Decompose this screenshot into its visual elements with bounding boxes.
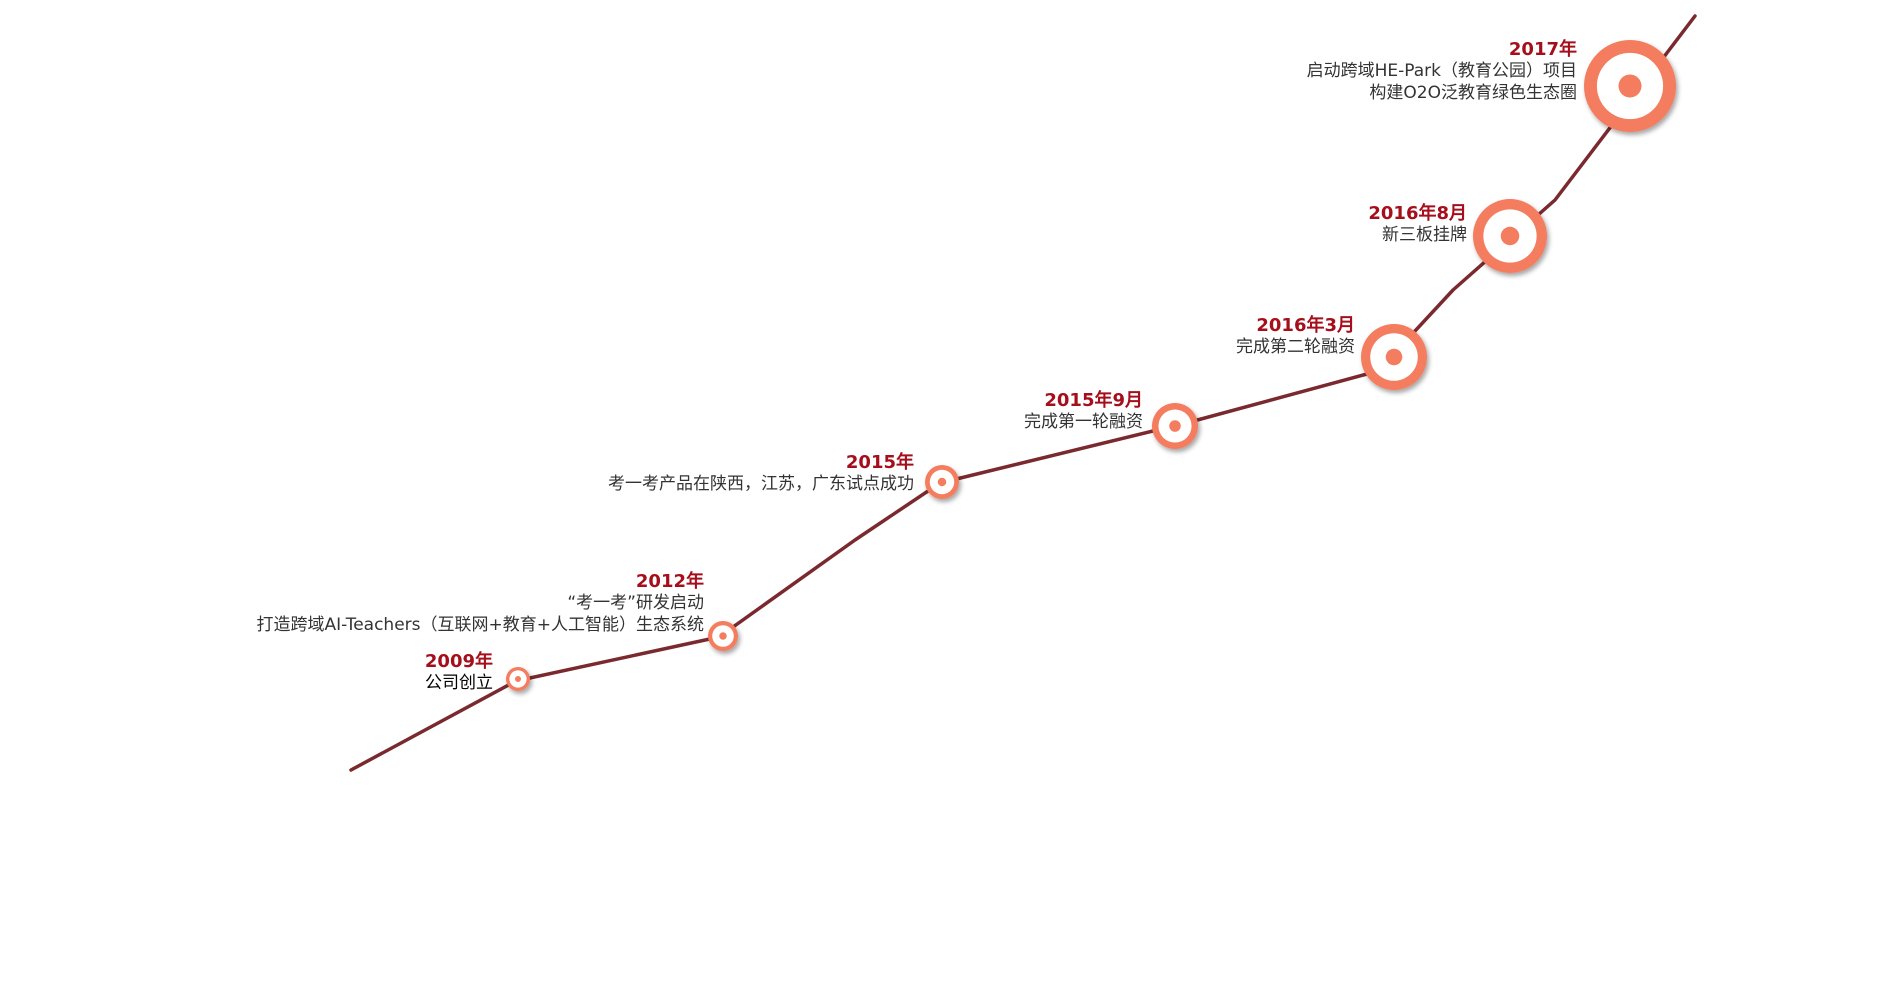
milestone-date: 2015年9月 bbox=[1044, 390, 1143, 411]
marker-dot bbox=[1169, 420, 1181, 432]
milestone-description: 打造跨域AI-Teachers（互联网+教育+人工智能）生态系统 bbox=[256, 614, 704, 635]
marker-dot bbox=[1500, 226, 1520, 246]
milestone-label: 2016年8月新三板挂牌 bbox=[1368, 202, 1467, 247]
milestone-label: 2012年“考一考”研发启动打造跨域AI-Teachers（互联网+教育+人工智… bbox=[256, 570, 704, 637]
milestone-description: 构建O2O泛教育绿色生态圈 bbox=[1369, 82, 1577, 103]
milestone-description: 完成第一轮融资 bbox=[1024, 412, 1143, 433]
marker-dot bbox=[1618, 74, 1642, 98]
milestone-label: 2017年启动跨域HE-Park（教育公园）项目构建O2O泛教育绿色生态圈 bbox=[1307, 38, 1577, 105]
marker-dot bbox=[719, 632, 727, 640]
milestone-marker bbox=[506, 667, 530, 691]
milestone-marker bbox=[1361, 324, 1427, 390]
milestone-date: 2016年3月 bbox=[1256, 315, 1355, 336]
milestone-date: 2009年 bbox=[424, 651, 493, 672]
milestone-description: 启动跨域HE-Park（教育公园）项目 bbox=[1306, 61, 1577, 82]
milestone-label: 2009年公司创立 bbox=[425, 650, 493, 695]
timeline-line bbox=[349, 14, 1697, 772]
milestone-date: 2012年 bbox=[635, 571, 704, 592]
milestone-date: 2015年 bbox=[845, 452, 914, 473]
milestone-label: 2015年9月完成第一轮融资 bbox=[1024, 389, 1143, 434]
milestone-description: “考一考”研发启动 bbox=[567, 593, 704, 614]
milestone-date: 2016年8月 bbox=[1368, 203, 1467, 224]
milestone-marker bbox=[1152, 403, 1198, 449]
milestone-date: 2017年 bbox=[1508, 39, 1577, 60]
milestone-label: 2016年3月完成第二轮融资 bbox=[1236, 314, 1355, 359]
milestone-marker bbox=[1584, 40, 1676, 132]
milestone-marker bbox=[925, 465, 959, 499]
marker-dot bbox=[515, 676, 521, 682]
milestone-description: 公司创立 bbox=[425, 673, 493, 694]
marker-dot bbox=[937, 477, 947, 487]
milestone-description: 考一考产品在陕西，江苏，广东试点成功 bbox=[608, 474, 914, 495]
milestone-description: 新三板挂牌 bbox=[1382, 225, 1467, 246]
milestone-marker bbox=[1473, 199, 1547, 273]
milestone-marker bbox=[708, 621, 738, 651]
milestone-markers bbox=[506, 40, 1676, 691]
milestone-label: 2015年考一考产品在陕西，江苏，广东试点成功 bbox=[608, 451, 914, 496]
milestone-description: 完成第二轮融资 bbox=[1236, 337, 1355, 358]
marker-dot bbox=[1385, 348, 1403, 366]
